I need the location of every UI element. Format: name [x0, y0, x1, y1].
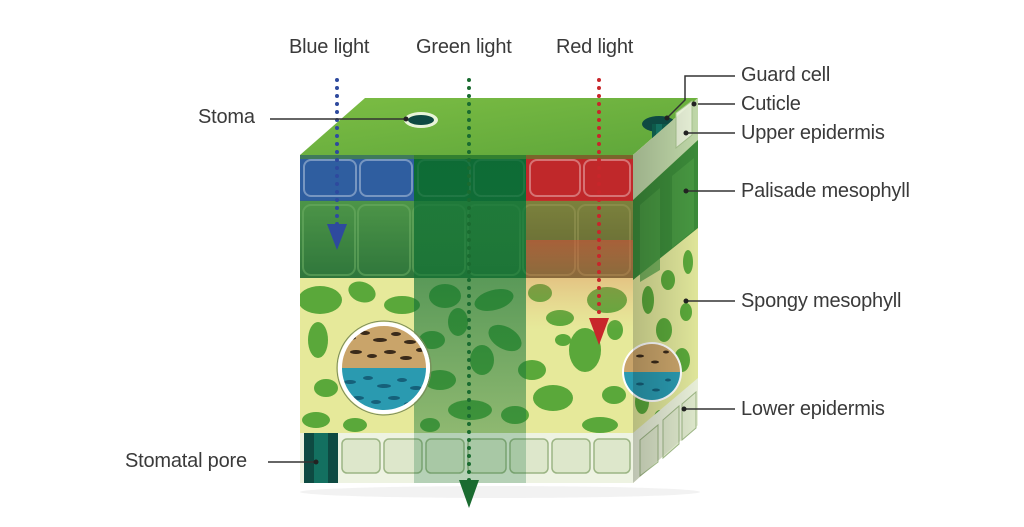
stoma-opening — [404, 112, 438, 128]
green-light-label: Green light — [416, 36, 512, 58]
guard-cell-leader — [666, 75, 735, 119]
red-light-label: Red light — [556, 36, 634, 58]
palisade-mesophyll-label: Palisade mesophyll — [741, 180, 910, 202]
guard-cell-label: Guard cell — [741, 64, 831, 86]
green-light-arrow — [459, 78, 479, 508]
upper-epidermis-label: Upper epidermis — [741, 122, 885, 144]
blue-light-label: Blue light — [289, 36, 370, 58]
spongy-mesophyll-label: Spongy mesophyll — [741, 290, 902, 312]
stoma-label: Stoma — [198, 106, 255, 128]
chloroplast-zoom-circle — [336, 320, 432, 416]
leaf-side-face — [622, 98, 698, 483]
lower-epidermis-label: Lower epidermis — [741, 398, 885, 420]
stomatal-pore-label: Stomatal pore — [125, 450, 247, 472]
leader-lines — [268, 75, 735, 463]
red-light-arrow — [589, 78, 609, 345]
cuticle-label: Cuticle — [741, 93, 801, 115]
red-light-absorption-glow — [526, 240, 633, 330]
blue-light-arrow — [327, 78, 347, 250]
leaf-top-face — [300, 98, 698, 155]
leaf-front-face — [300, 155, 633, 483]
